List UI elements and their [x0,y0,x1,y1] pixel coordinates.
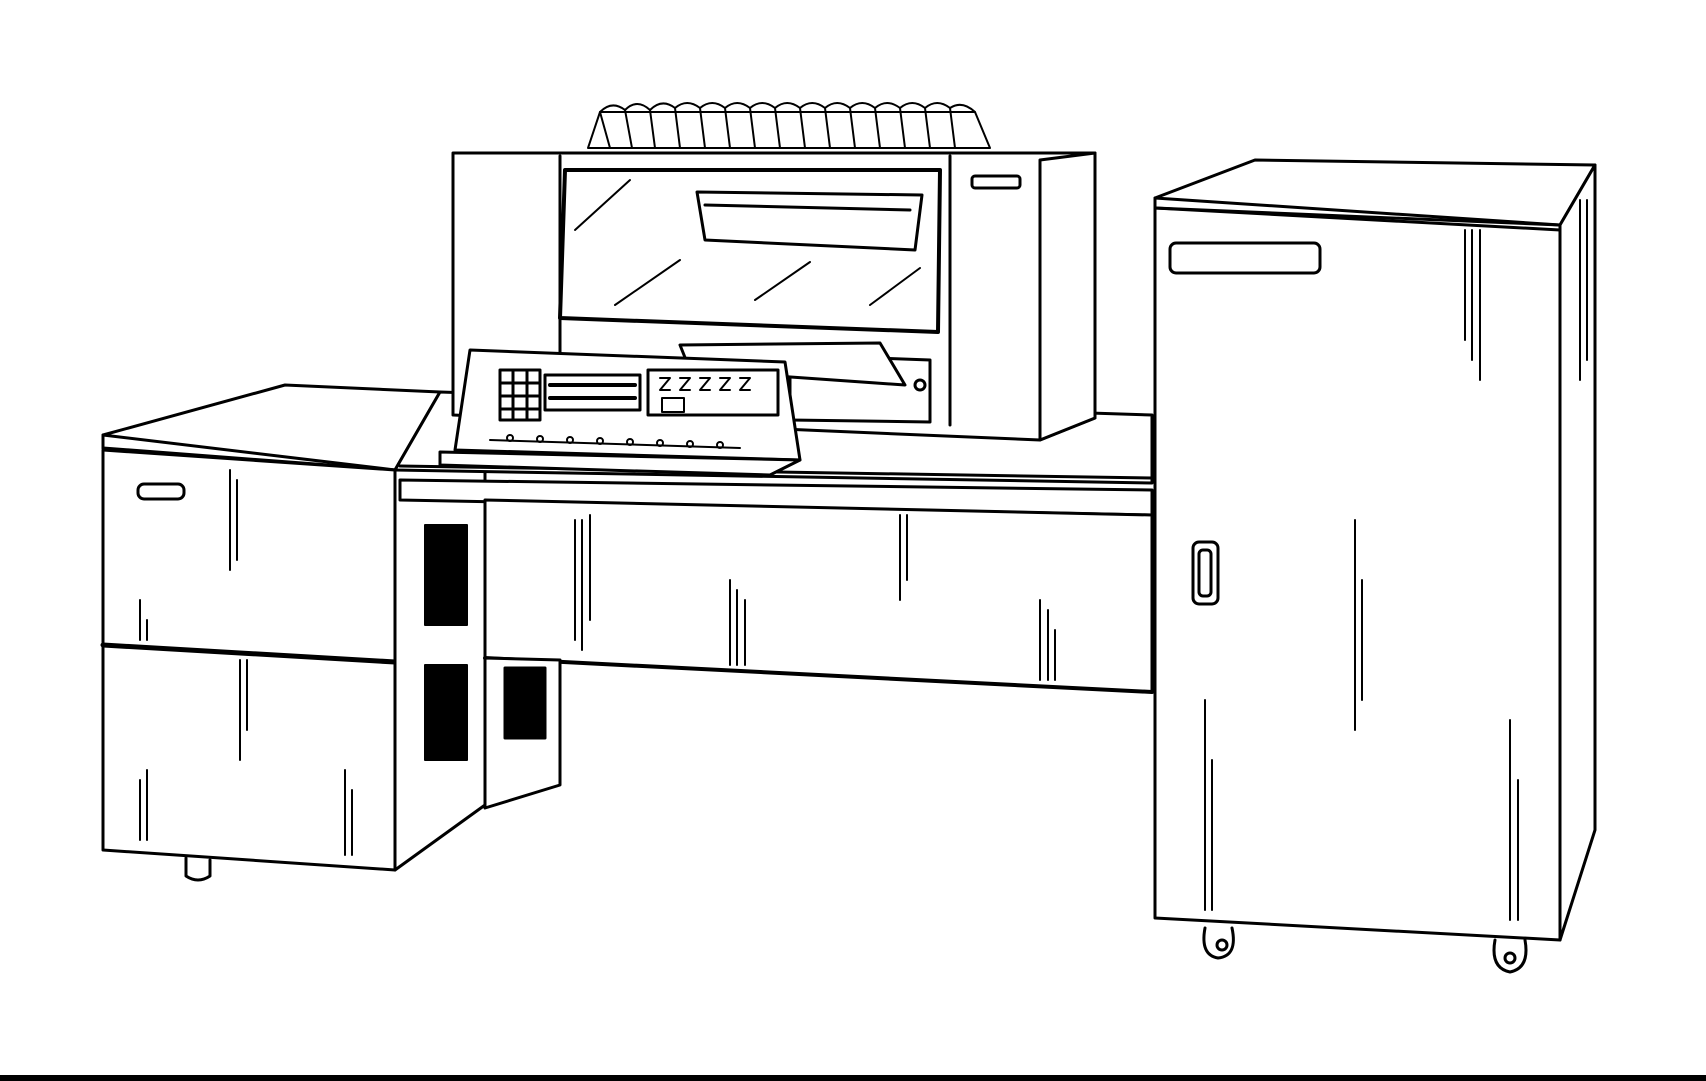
paper-feed-top [587,102,991,149]
keypad [498,368,542,422]
key-strip [489,434,741,449]
panel-symbols [659,377,751,413]
window-reflection [574,179,921,306]
vent-grille-lower [424,664,468,761]
tall-cabinet [1153,158,1597,974]
desk-shading [574,514,1056,681]
printer-unit [451,102,1097,442]
left-cabinet-shading [139,469,353,856]
vent-grille-pedestal [503,666,547,740]
vent-grille-upper [424,524,468,626]
cabinet-shading [1204,199,1588,921]
left-drawer-cabinet [100,383,487,882]
control-panel [438,348,802,477]
